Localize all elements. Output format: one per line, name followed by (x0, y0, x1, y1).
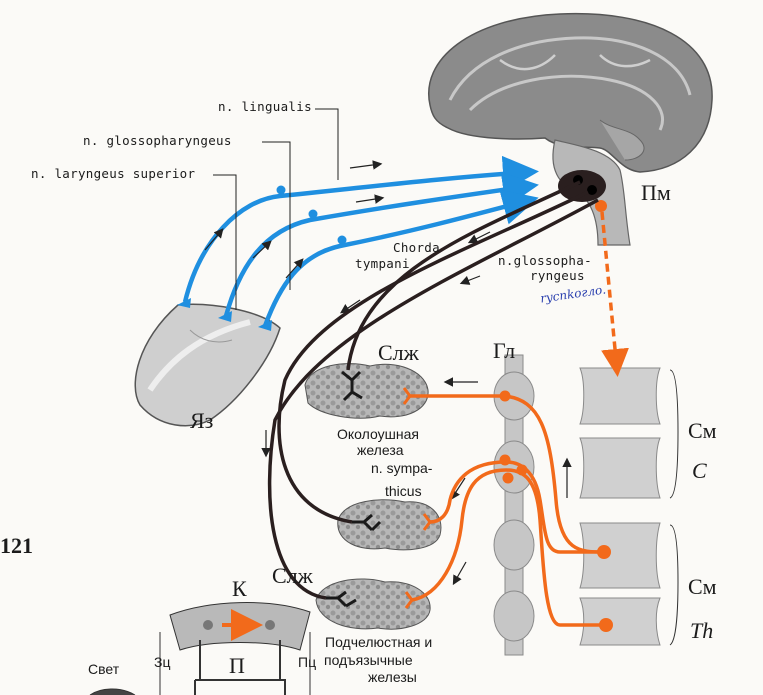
sympathetic-endings (402, 387, 432, 609)
afferent-nerves (182, 155, 539, 327)
figure-number: 121 (0, 533, 33, 558)
efferent-nerves (267, 180, 599, 600)
label-chorda: Chorda (393, 240, 440, 255)
label-c-segment: C (692, 458, 707, 483)
label-p: П (229, 653, 245, 678)
submandibular-gland-upper (337, 499, 442, 551)
sympathetic-chain (493, 354, 535, 656)
label-n-laryngeus-superior: n. laryngeus superior (31, 166, 196, 181)
label-submand-line1: Подчелюстная и (325, 634, 433, 650)
label-yaz: Яз (190, 408, 214, 433)
label-sm-top: См (688, 418, 717, 443)
parotid-gland (304, 363, 429, 419)
label-sympathicus-line2: thicus (385, 483, 422, 499)
label-slzh-top: Слж (378, 340, 419, 365)
label-sm-bottom: См (688, 574, 717, 599)
label-parotid-line2: железа (357, 442, 404, 458)
label-zc: Зц (154, 654, 171, 670)
label-ryngeus: ryngeus (530, 268, 585, 283)
label-slzh-bottom: Слж (272, 563, 313, 588)
spinal-cord-segments (579, 367, 661, 646)
label-submand-line2: подъязычные (324, 652, 413, 668)
label-svet: Свет (88, 661, 120, 677)
efferent-endings (326, 370, 382, 608)
leader-lines (213, 108, 339, 310)
label-tympani: tympani (355, 256, 410, 271)
label-th-segment: Th (690, 618, 714, 643)
tongue-illustration (134, 303, 281, 427)
label-k: К (232, 576, 247, 601)
label-submand-line3: железы (368, 669, 417, 685)
stimulus-apparatus (89, 602, 311, 695)
sympathetic-nodes (499, 390, 613, 632)
label-gl: Гл (493, 338, 516, 363)
label-parotid-line1: Околоушная (337, 426, 419, 442)
label-pc: Пц (298, 654, 317, 670)
direction-arrows (204, 160, 572, 586)
segment-brackets (669, 369, 679, 646)
brain-illustration (428, 12, 713, 246)
label-pm: Пм (641, 180, 671, 205)
label-glossopha: n.glossopha- (498, 253, 592, 268)
afferent-ganglia (177, 185, 347, 331)
label-n-lingualis: n. lingualis (218, 99, 312, 114)
label-sympathicus-line1: n. sympa- (371, 460, 433, 476)
submandibular-gland-lower (315, 578, 431, 630)
label-n-glossopharyngeus: n. glossopharyngeus (83, 133, 232, 148)
